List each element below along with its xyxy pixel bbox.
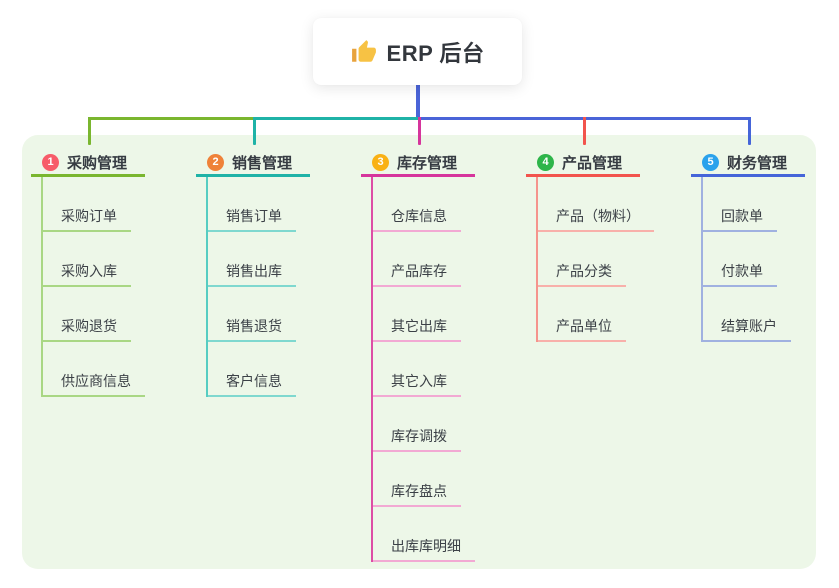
child-node[interactable]: 销售出库	[208, 232, 310, 287]
branches-panel	[22, 135, 816, 569]
branch-children: 回款单付款单结算账户	[701, 177, 805, 342]
child-node[interactable]: 付款单	[703, 232, 805, 287]
child-label: 销售出库	[208, 264, 296, 287]
child-label: 其它出库	[373, 319, 461, 342]
connector-branch-drop	[87, 117, 91, 145]
child-label: 采购退货	[43, 319, 131, 342]
child-node[interactable]: 销售退货	[208, 287, 310, 342]
child-label: 客户信息	[208, 374, 296, 397]
branch-label: 财务管理	[727, 155, 788, 172]
root-node[interactable]: ERP 后台	[313, 18, 522, 85]
branch-header[interactable]: 5 财务管理	[691, 146, 805, 177]
child-node[interactable]: 销售订单	[208, 177, 310, 232]
connector-branch-drop	[252, 117, 256, 145]
child-label: 库存盘点	[373, 484, 461, 507]
branch-column: 3 库存管理 仓库信息产品库存其它出库其它入库库存调拨库存盘点出库库明细	[361, 146, 475, 562]
branch-header[interactable]: 4 产品管理	[526, 146, 640, 177]
branch-label: 采购管理	[67, 155, 128, 172]
branch-number-badge: 3	[372, 154, 389, 171]
child-node[interactable]: 产品库存	[373, 232, 475, 287]
child-label: 采购入库	[43, 264, 131, 287]
child-label: 其它入库	[373, 374, 461, 397]
child-label: 结算账户	[703, 319, 791, 342]
connector-root-line	[416, 85, 420, 118]
child-node[interactable]: 其它入库	[373, 342, 475, 397]
branch-header[interactable]: 3 库存管理	[361, 146, 475, 177]
branch-children: 产品（物料） 产品分类产品单位	[536, 177, 654, 342]
branch-number-badge: 2	[207, 154, 224, 171]
branch-label: 产品管理	[562, 155, 623, 172]
branch-column: 2 销售管理 销售订单销售出库销售退货客户信息	[196, 146, 310, 397]
child-node[interactable]: 仓库信息	[373, 177, 475, 232]
connector-branch-drop	[417, 117, 421, 145]
child-node[interactable]: 其它出库	[373, 287, 475, 342]
branch-column: 4 产品管理 产品（物料） 产品分类产品单位	[526, 146, 654, 342]
connector-trunk-mid	[252, 117, 418, 120]
child-node[interactable]: 出库库明细	[373, 507, 475, 562]
child-node[interactable]: 库存调拨	[373, 397, 475, 452]
child-node[interactable]: 产品（物料）	[538, 177, 654, 232]
branch-children: 仓库信息产品库存其它出库其它入库库存调拨库存盘点出库库明细	[371, 177, 475, 562]
branch-column: 5 财务管理 回款单付款单结算账户	[691, 146, 805, 342]
branch-column: 1 采购管理 采购订单采购入库采购退货供应商信息	[31, 146, 145, 397]
branch-number-badge: 4	[537, 154, 554, 171]
branch-number-badge: 1	[42, 154, 59, 171]
branch-header[interactable]: 1 采购管理	[31, 146, 145, 177]
child-label: 销售退货	[208, 319, 296, 342]
child-node[interactable]: 库存盘点	[373, 452, 475, 507]
child-label: 采购订单	[43, 209, 131, 232]
child-label: 出库库明细	[373, 539, 475, 562]
child-label: 仓库信息	[373, 209, 461, 232]
child-node[interactable]: 采购退货	[43, 287, 145, 342]
child-node[interactable]: 结算账户	[703, 287, 805, 342]
child-label: 回款单	[703, 209, 777, 232]
connector-trunk-left	[87, 117, 253, 120]
child-label: 产品分类	[538, 264, 626, 287]
child-node[interactable]: 采购订单	[43, 177, 145, 232]
child-node[interactable]: 产品单位	[538, 287, 654, 342]
branch-children: 采购订单采购入库采购退货供应商信息	[41, 177, 145, 397]
branch-label: 销售管理	[232, 155, 293, 172]
connector-branch-drop	[582, 117, 586, 145]
child-label: 产品单位	[538, 319, 626, 342]
thumbs-up-icon	[351, 39, 377, 65]
child-label: 供应商信息	[43, 374, 145, 397]
child-node[interactable]: 客户信息	[208, 342, 310, 397]
child-label: 销售订单	[208, 209, 296, 232]
child-node[interactable]: 供应商信息	[43, 342, 145, 397]
child-node[interactable]: 产品分类	[538, 232, 654, 287]
root-label: ERP 后台	[386, 40, 485, 66]
child-label: 库存调拨	[373, 429, 461, 452]
child-node[interactable]: 回款单	[703, 177, 805, 232]
branch-label: 库存管理	[397, 155, 458, 172]
child-label: 产品库存	[373, 264, 461, 287]
child-label: 付款单	[703, 264, 777, 287]
branch-children: 销售订单销售出库销售退货客户信息	[206, 177, 310, 397]
branch-header[interactable]: 2 销售管理	[196, 146, 310, 177]
branch-number-badge: 5	[702, 154, 719, 171]
child-node[interactable]: 采购入库	[43, 232, 145, 287]
connector-branch-drop	[747, 117, 751, 145]
child-label: 产品（物料）	[538, 209, 654, 232]
